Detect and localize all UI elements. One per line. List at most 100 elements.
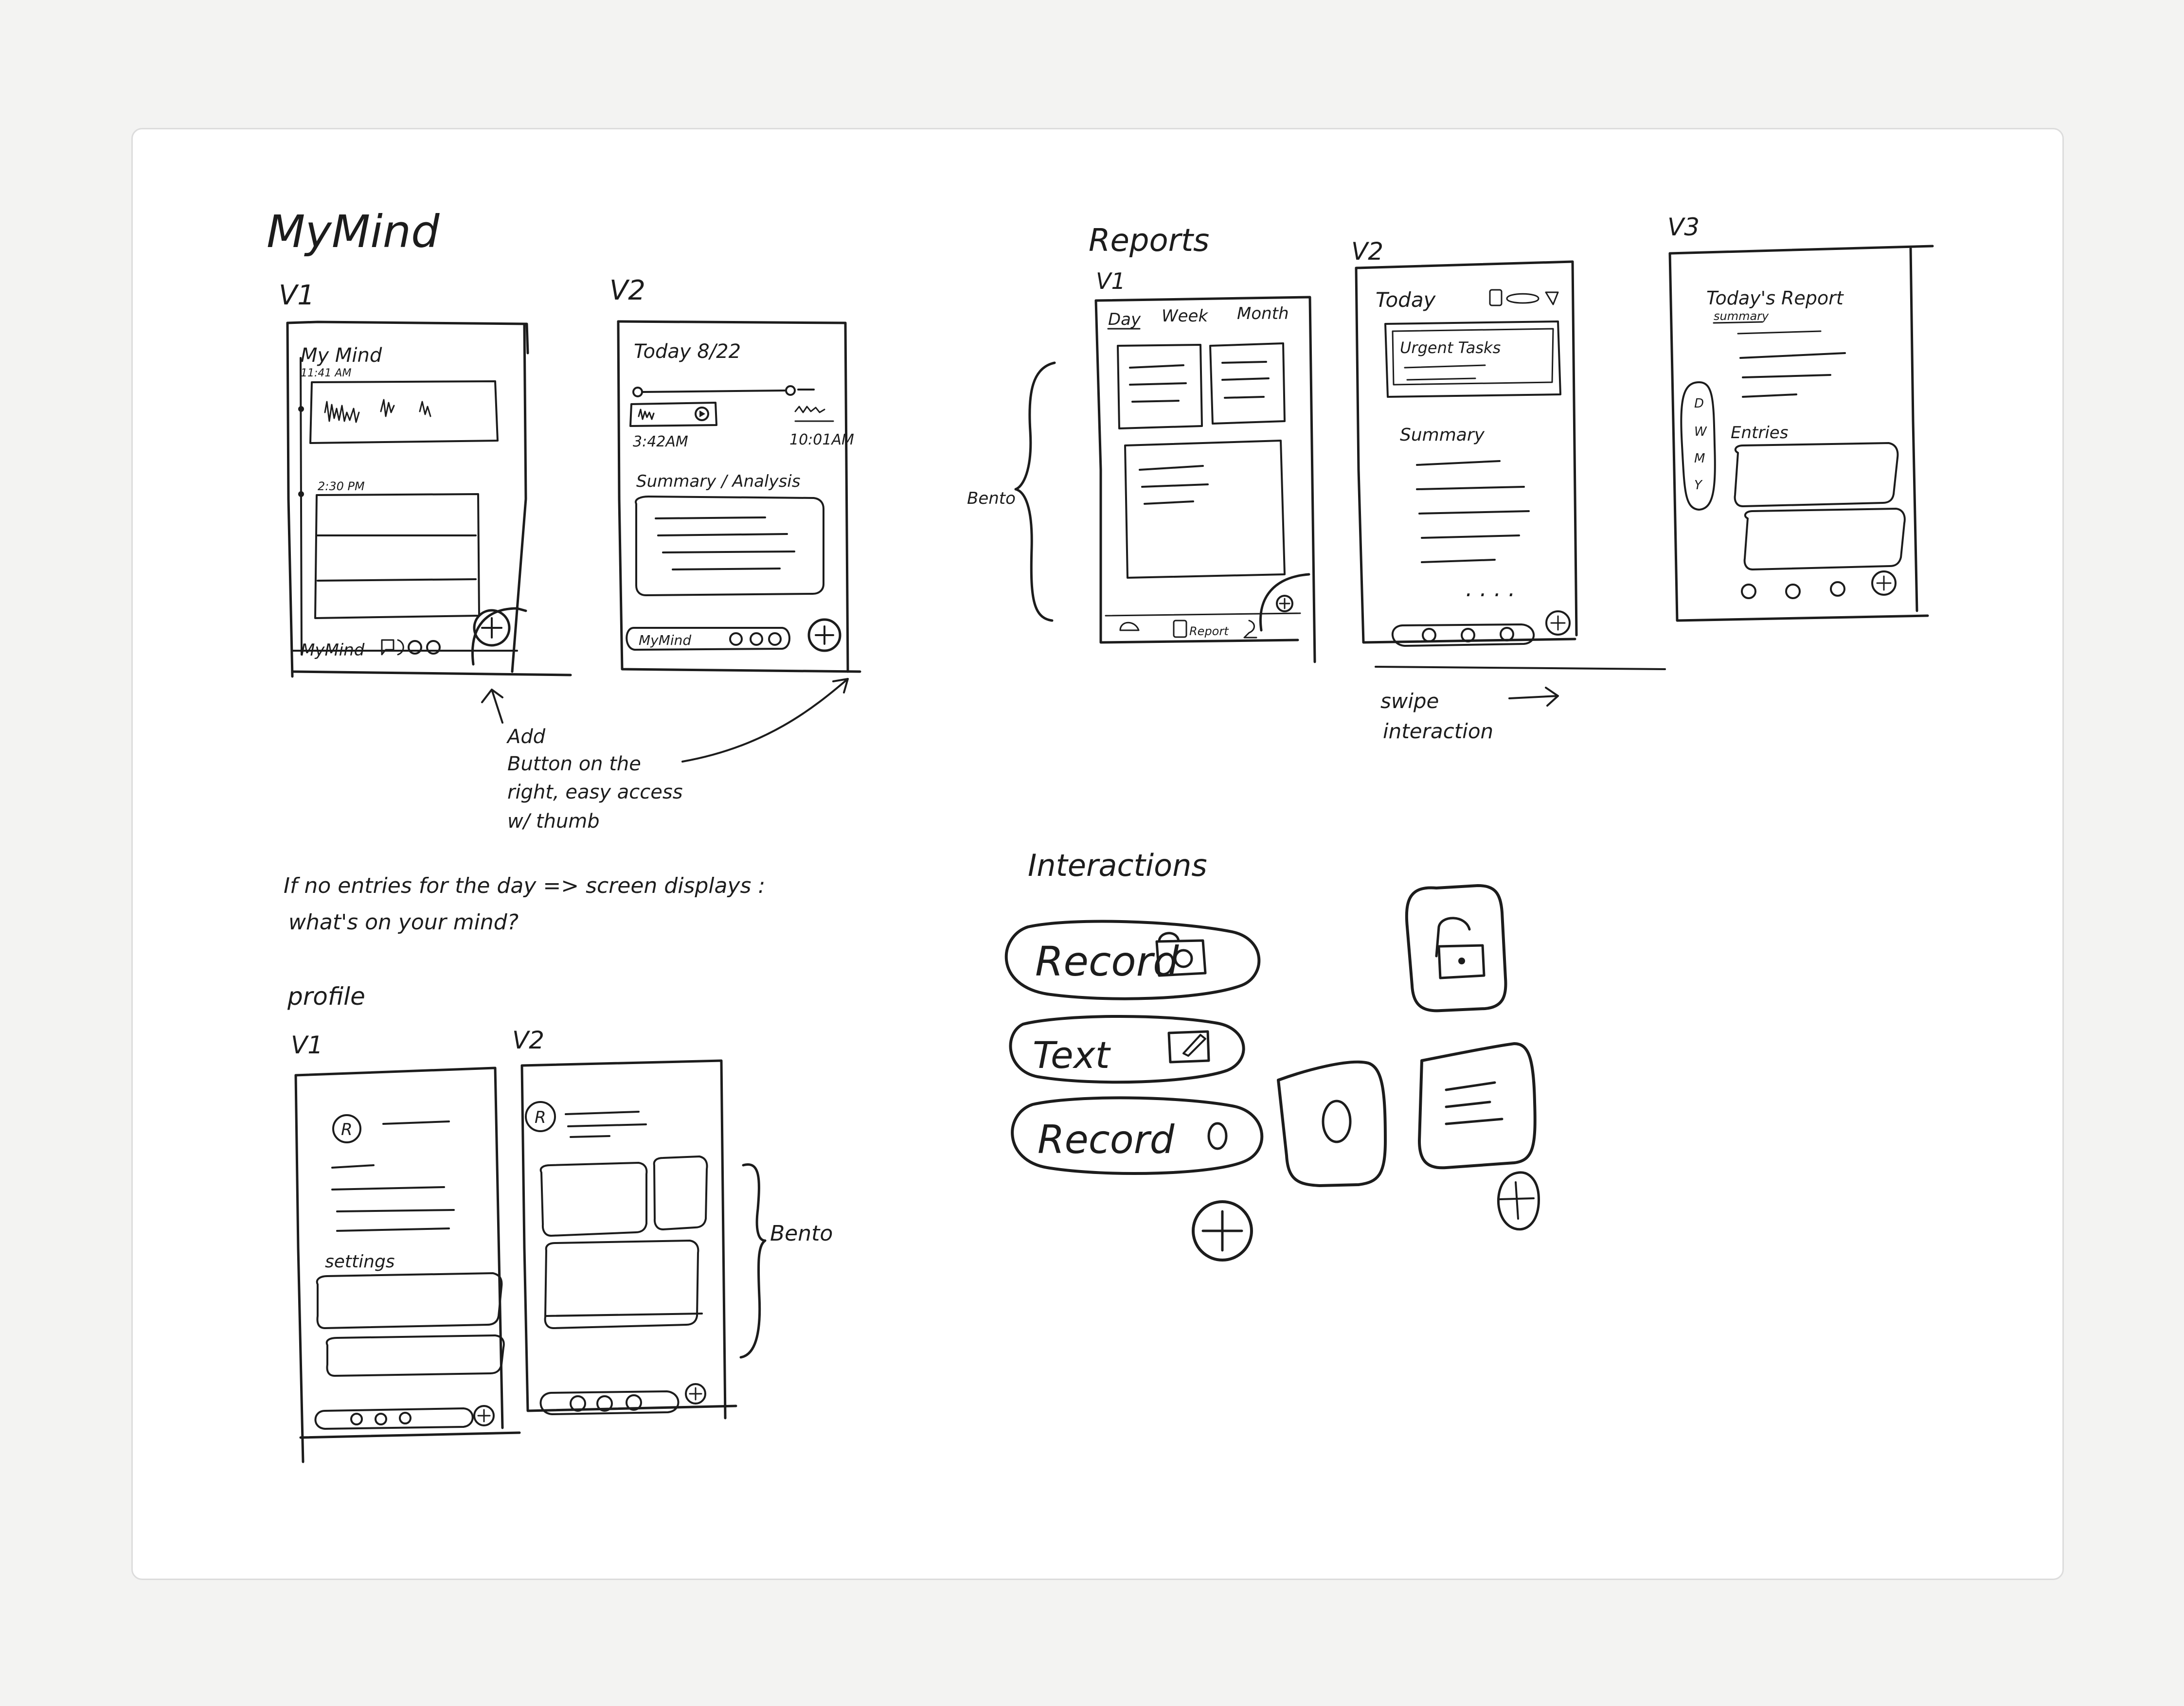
reports-v3-subtitle: summary (1714, 309, 1769, 323)
add-button[interactable] (1276, 595, 1293, 612)
period-d[interactable]: D (1694, 396, 1704, 411)
settings-card[interactable] (325, 1334, 505, 1377)
reports-v2-title: Today (1376, 288, 1436, 312)
period-y[interactable]: Y (1694, 478, 1703, 493)
bento-card[interactable] (539, 1162, 648, 1237)
mymind-v1-label: V1 (279, 280, 315, 311)
record-voice-pill[interactable]: Record (1011, 1096, 1264, 1175)
nav-dot-icon[interactable] (1741, 584, 1756, 599)
add-button-note: Add Button on the right, easy access w/ … (506, 726, 689, 833)
nav-dot-icon[interactable] (768, 632, 782, 646)
edit-icon (1167, 1030, 1210, 1064)
nav-dot-icon[interactable] (1830, 581, 1845, 597)
report-icon[interactable] (1489, 289, 1503, 306)
wireframe-sketches: MyMind V1 My Mind 11:41 AM 2:30 PM MyMin… (267, 206, 1934, 1463)
bento-card[interactable] (653, 1155, 708, 1230)
nav-item-icon[interactable] (397, 639, 404, 656)
nav-dot-icon[interactable] (426, 640, 441, 655)
nav-dot-icon[interactable] (1500, 627, 1514, 641)
reports-v2-phone: V2 Today Urgent Tasks Summary . . . . sw… (1351, 237, 1666, 743)
locked-tile[interactable] (1405, 884, 1507, 1013)
nav-report-icon[interactable] (1173, 620, 1187, 638)
nav-home-icon[interactable] (1119, 622, 1140, 631)
settings-card[interactable] (316, 1272, 503, 1329)
record-icon (1207, 1122, 1228, 1150)
bento-card[interactable] (1117, 344, 1203, 429)
reports-v2-label: V2 (1351, 237, 1383, 266)
nav-dot-icon[interactable] (1461, 628, 1475, 642)
nav-dot-icon[interactable] (626, 1394, 642, 1411)
nav-report-label[interactable]: Report (1189, 624, 1229, 638)
period-m[interactable]: M (1694, 451, 1705, 466)
secondary-add-button[interactable] (1497, 1171, 1540, 1231)
bento-card[interactable] (1209, 342, 1286, 425)
fab-add-button[interactable] (1192, 1200, 1253, 1262)
period-w[interactable]: W (1694, 425, 1707, 439)
camera-icon (1155, 932, 1207, 977)
reports-section: Reports Bento V1 Day Week Month Report (967, 213, 1934, 743)
tab-week[interactable]: Week (1162, 306, 1208, 326)
nav-dot-icon[interactable] (408, 640, 422, 655)
nav-dot-icon[interactable] (729, 632, 743, 646)
record-voice-pill-label: Record (1038, 1117, 1175, 1162)
add-button[interactable] (473, 609, 511, 647)
nav-dot-icon[interactable] (570, 1395, 586, 1412)
period-selector[interactable] (1680, 381, 1716, 511)
reports-v3-title: Today's Report (1706, 287, 1844, 309)
bottom-nav-pill[interactable] (539, 1390, 680, 1415)
add-button[interactable] (473, 1405, 495, 1426)
bento-brace (739, 1163, 767, 1359)
nav-dot-icon[interactable] (375, 1413, 387, 1425)
reports-bento-label: Bento (967, 489, 1016, 508)
record-tile[interactable] (1277, 1060, 1387, 1187)
add-button[interactable] (807, 618, 841, 652)
add-button[interactable] (1545, 610, 1571, 636)
timeline-end[interactable] (785, 385, 796, 396)
record-pill-label: Record (1035, 938, 1179, 985)
timeline-track[interactable] (642, 390, 786, 393)
avatar[interactable] (332, 1114, 361, 1143)
bento-card-large[interactable] (1124, 440, 1286, 579)
mymind-v2-date: Today 8/22 (634, 340, 741, 363)
tab-day[interactable]: Day (1108, 310, 1141, 329)
nav-dot-icon[interactable] (1422, 628, 1436, 642)
text-tile[interactable] (1418, 1042, 1537, 1170)
pagination-dots[interactable]: . . . . (1466, 575, 1515, 602)
record-icon (1322, 1100, 1352, 1143)
mymind-v2-time-left: 3:42AM (633, 433, 688, 450)
bottom-nav-pill[interactable] (626, 627, 790, 651)
plus-icon (481, 617, 502, 639)
record-pill[interactable]: Record (1004, 920, 1261, 1000)
toggle-pill[interactable] (1506, 293, 1540, 304)
mymind-v2-section-title: Summary / Analysis (636, 472, 800, 491)
audio-clip-card[interactable] (629, 402, 717, 427)
entry-card[interactable] (1743, 508, 1906, 570)
profile-v2-label: V2 (512, 1026, 544, 1054)
nav-profile-icon[interactable] (1243, 620, 1257, 639)
filter-icon[interactable] (1545, 291, 1559, 305)
nav-dot-icon[interactable] (1785, 584, 1801, 599)
entry-card[interactable] (1734, 442, 1899, 507)
timeline-start[interactable] (632, 387, 643, 397)
play-icon[interactable] (695, 407, 709, 421)
bento-card-large[interactable] (544, 1240, 699, 1329)
bottom-nav-pill[interactable] (1392, 623, 1535, 647)
urgent-tasks-card[interactable] (1384, 320, 1561, 398)
profile-section: profile V1 R settings V2 R (287, 982, 833, 1463)
text-entry-card[interactable] (314, 493, 480, 619)
tab-month[interactable]: Month (1237, 304, 1289, 323)
plus-icon (477, 1409, 491, 1422)
add-button[interactable] (1871, 570, 1897, 596)
nav-dot-icon[interactable] (350, 1413, 363, 1425)
nav-dot-icon[interactable] (399, 1412, 412, 1424)
avatar[interactable] (525, 1101, 556, 1132)
bottom-nav-pill[interactable] (314, 1407, 474, 1430)
chat-icon[interactable] (381, 639, 394, 656)
summary-card[interactable] (635, 496, 824, 596)
reports-v3-label: V3 (1667, 213, 1700, 241)
nav-dot-icon[interactable] (750, 632, 763, 646)
nav-dot-icon[interactable] (596, 1395, 613, 1412)
audio-entry-card[interactable] (309, 380, 499, 444)
add-button[interactable] (685, 1383, 706, 1404)
text-pill[interactable]: Text (1009, 1014, 1245, 1084)
